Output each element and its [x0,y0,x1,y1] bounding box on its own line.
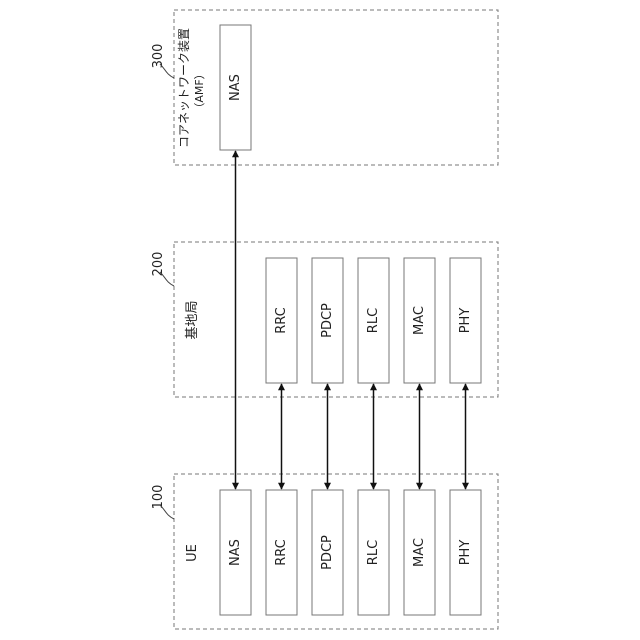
ue-ref-number: 100 [151,485,166,510]
amf-ref-leader [160,64,174,78]
amf-name-line1: コアネットワーク装置 [177,28,191,148]
ue-layer-nas-label: NAS [228,539,243,566]
amf-name-line2: （AMF） [193,68,206,113]
ue-layer-mac-label: MAC [412,538,427,567]
ue-layer-rlc-label: RLC [366,540,381,565]
amf-ref-number: 300 [151,44,166,69]
gnb-layer-mac-label: MAC [412,306,427,335]
ue-name: UE [185,544,200,562]
amf-layer-nas-label: NAS [228,74,243,101]
ue-ref-leader [160,505,174,519]
gnb-layer-phy-label: PHY [458,308,473,334]
base-station-ref-number: 200 [151,252,166,277]
ue-layer-rrc-label: RRC [274,539,289,566]
ue-layer-phy-label: PHY [458,540,473,566]
ue-layer-pdcp-label: PDCP [320,535,335,570]
gnb-layer-rrc-label: RRC [274,307,289,334]
base-station-ref-leader [160,272,174,286]
gnb-layer-pdcp-label: PDCP [320,303,335,338]
base-station-name: 基地局 [185,300,200,339]
gnb-layer-rlc-label: RLC [366,308,381,333]
